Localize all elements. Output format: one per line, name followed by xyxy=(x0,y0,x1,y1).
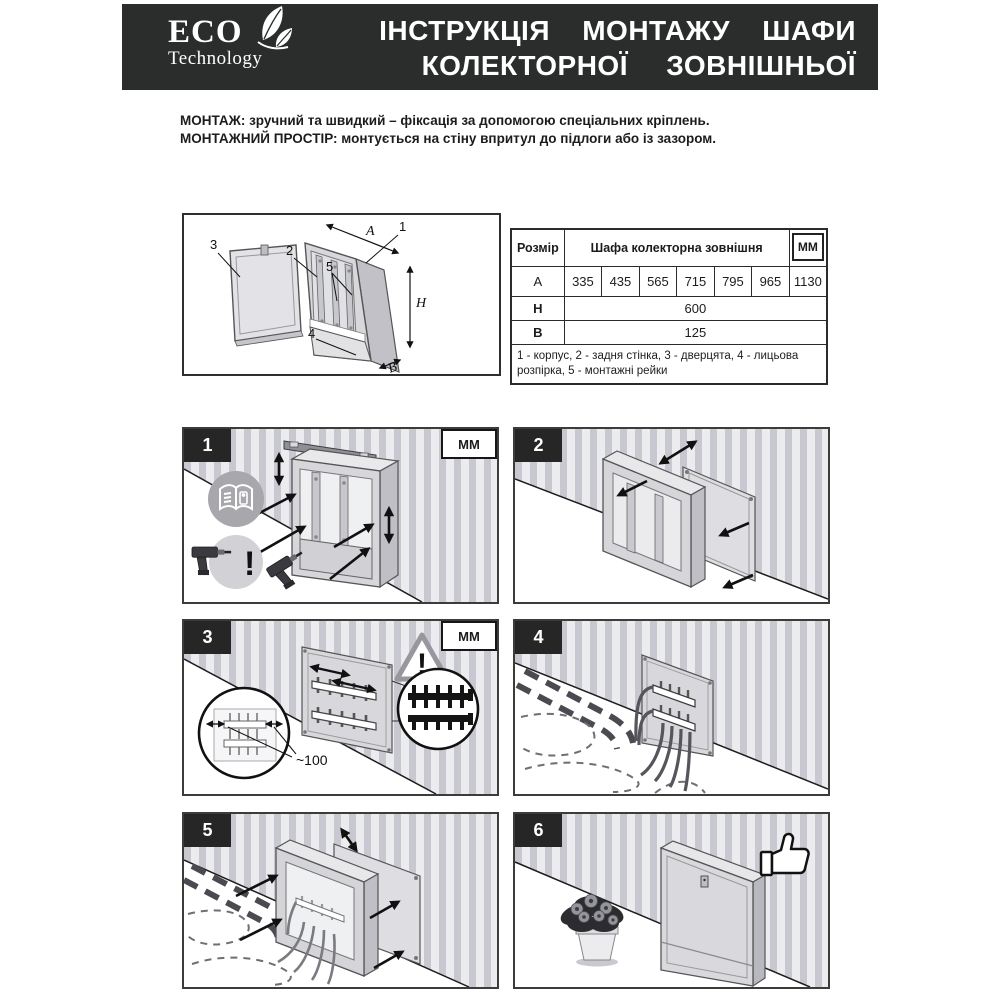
step-panel-3: ! ~100 xyxy=(182,619,499,796)
step-number: 1 xyxy=(184,429,231,462)
col-product-header: Шафа колекторна зовнішня xyxy=(563,228,790,267)
svg-text:H: H xyxy=(415,296,427,311)
exclamation-icon: ! xyxy=(417,648,427,681)
drill-icon xyxy=(266,551,303,590)
size-a-4: 715 xyxy=(676,266,715,297)
row-b-label: B xyxy=(510,320,565,345)
attach-arrows xyxy=(616,440,754,589)
thumbs-up-icon xyxy=(759,832,810,877)
step-number: 6 xyxy=(515,814,562,847)
exploded-diagram: A H B 1 2 3 4 5 xyxy=(182,213,501,376)
drill-warning-callout: ! xyxy=(209,535,263,589)
units-box: ММ xyxy=(791,233,824,261)
label-front-spacer: 4 xyxy=(308,326,315,341)
step-number: 2 xyxy=(515,429,562,462)
cabinet-back-assembly xyxy=(283,440,400,589)
part-callouts xyxy=(217,234,399,356)
leaf-icon xyxy=(242,4,298,61)
size-a-2: 435 xyxy=(601,266,640,297)
step-panel-5: 5 xyxy=(182,812,499,989)
door-part xyxy=(229,244,304,347)
plant-image xyxy=(560,894,624,967)
step-number: 5 xyxy=(184,814,231,847)
step-number: 3 xyxy=(184,621,231,654)
svg-text:A: A xyxy=(365,224,375,239)
dimension-H: H xyxy=(406,265,427,349)
dimension-A: A xyxy=(325,223,400,255)
brand-subname: Technology xyxy=(168,48,263,69)
page-title: ІНСТРУКЦІЯ МОНТАЖУ ШАФИ КОЛЕКТОРНОЇ ЗОВН… xyxy=(379,13,856,83)
step-panel-6: 6 xyxy=(513,812,830,989)
step-panel-4: 4 xyxy=(513,619,830,796)
label-rails: 5 xyxy=(326,259,333,274)
manifold-zoom-callout xyxy=(391,667,480,751)
page-title-line1: ІНСТРУКЦІЯ МОНТАЖУ ШАФИ xyxy=(379,15,856,46)
col-units-header: ММ xyxy=(788,228,828,267)
body-part xyxy=(304,242,400,373)
supply-pipes xyxy=(634,685,692,792)
size-a-3: 565 xyxy=(638,266,678,297)
back-wall-with-manifolds xyxy=(301,646,393,754)
row-a-label: A xyxy=(510,266,565,297)
units-badge: ММ xyxy=(441,621,497,651)
cabinet-body xyxy=(274,839,380,985)
label-door: 3 xyxy=(210,237,217,252)
pipes-from-cabinet xyxy=(277,901,336,985)
size-b-value: 125 xyxy=(563,320,828,345)
spacing-arrows xyxy=(309,663,377,694)
gap-dimension-label: ~100 xyxy=(296,752,328,768)
step-panel-2: 2 xyxy=(513,427,830,604)
label-corpus: 1 xyxy=(399,219,406,234)
manual-book-icon xyxy=(219,484,253,511)
step-panel-1: ! 1 ММ xyxy=(182,427,499,604)
back-wall-with-manifolds xyxy=(641,654,714,757)
page-title-line2: КОЛЕКТОРНОЇ ЗОВНІШНЬОЇ xyxy=(421,50,856,81)
drill-icon xyxy=(191,546,232,576)
door-lock xyxy=(700,875,709,888)
parts-legend: 1 - корпус, 2 - задня стінка, 3 - дверця… xyxy=(510,344,828,385)
intro-line2: МОНТАЖНИЙ ПРОСТІР: монтується на стіну в… xyxy=(180,131,717,146)
label-back-wall: 2 xyxy=(286,243,293,258)
row-h-label: H xyxy=(510,296,565,321)
brand-name: ECO xyxy=(168,14,243,50)
pipes-in-screed xyxy=(515,668,706,794)
finished-cabinet xyxy=(659,840,767,987)
manual-callout xyxy=(208,471,264,527)
size-a-6: 965 xyxy=(751,266,790,297)
step-number: 4 xyxy=(515,621,562,654)
intro-line1: МОНТАЖ: зручний та швидкий – фіксація за… xyxy=(180,113,710,128)
spec-table: Розмір Шафа колекторна зовнішня ММ A 335… xyxy=(510,228,828,385)
size-a-7: 1130 xyxy=(788,266,828,297)
exclamation-icon: ! xyxy=(244,545,255,583)
attach-arrows xyxy=(235,827,405,970)
intro-text: МОНТАЖ: зручний та швидкий – фіксація за… xyxy=(180,112,716,148)
size-a-1: 335 xyxy=(563,266,603,297)
size-a-5: 795 xyxy=(713,266,753,297)
size-h-value: 600 xyxy=(563,296,828,321)
gap-zoom-callout: ~100 xyxy=(197,686,328,780)
header-banner: ECO Technology ІНСТРУКЦІЯ МОНТАЖУ ШАФИ К… xyxy=(122,4,878,90)
units-badge: ММ xyxy=(441,429,497,459)
col-size-header: Розмір xyxy=(510,228,565,267)
brand-logo: ECO Technology xyxy=(168,6,292,69)
